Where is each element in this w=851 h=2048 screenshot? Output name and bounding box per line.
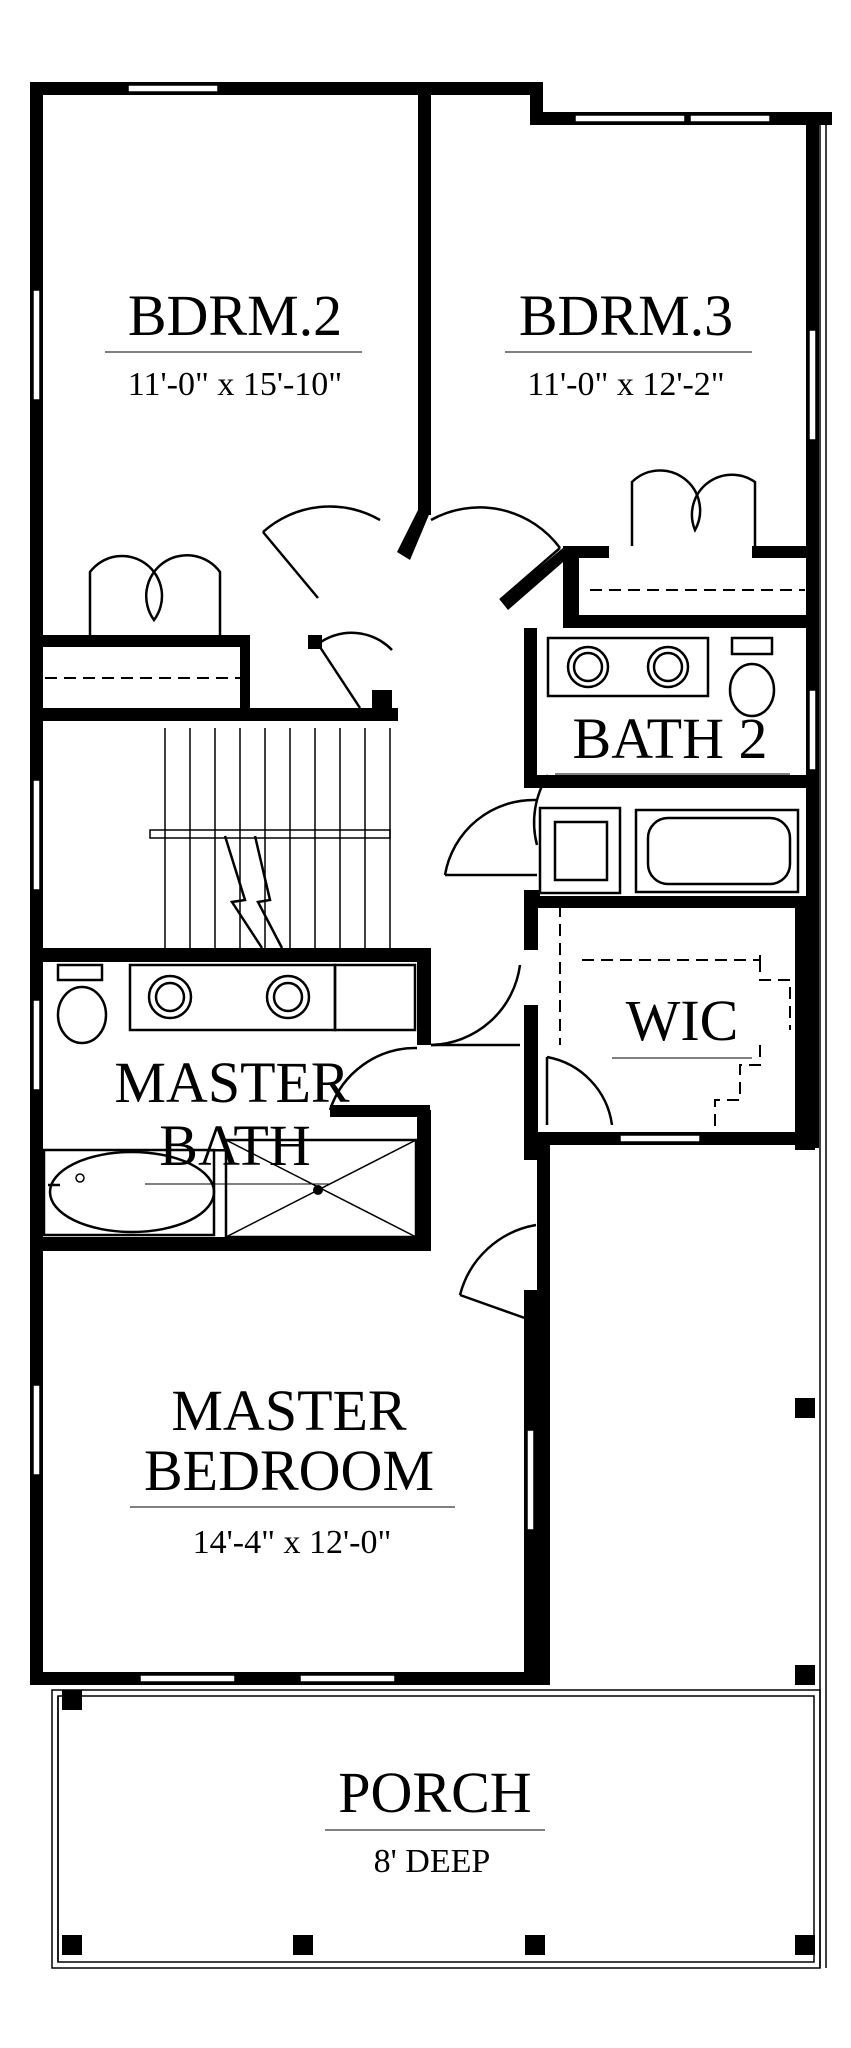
porch-depth: 8' DEEP bbox=[374, 1843, 491, 1880]
master-bath-fixtures bbox=[42, 963, 418, 1239]
bdrm-2-size: 11'-0" x 15'-10" bbox=[128, 366, 342, 403]
wic-name: WIC bbox=[626, 988, 739, 1053]
bdrm-3-size: 11'-0" x 12'-2" bbox=[527, 366, 724, 403]
bath-2-name: BATH 2 bbox=[573, 706, 768, 771]
bath-2-fixtures bbox=[538, 636, 800, 895]
porch-name: PORCH bbox=[338, 1760, 531, 1825]
bdrm-2-name: BDRM.2 bbox=[128, 283, 342, 348]
master-bath-name-line1: MASTER bbox=[114, 1050, 350, 1115]
interior-walls bbox=[36, 90, 814, 1680]
master-bedroom-name-line2: BEDROOM bbox=[144, 1438, 434, 1503]
room-labels: BDRM.2 11'-0" x 15'-10" BDRM.3 11'-0" x … bbox=[105, 283, 790, 1880]
master-bath-name-line2: BATH bbox=[159, 1113, 310, 1178]
windows bbox=[32, 84, 817, 1683]
stairs bbox=[149, 728, 391, 949]
master-bedroom-size: 14'-4" x 12'-0" bbox=[193, 1524, 392, 1561]
closet-lines bbox=[45, 589, 805, 1130]
bdrm-3-name: BDRM.3 bbox=[519, 283, 733, 348]
doors bbox=[88, 469, 757, 1324]
porch bbox=[51, 125, 827, 1969]
master-bedroom-name-line1: MASTER bbox=[171, 1378, 407, 1443]
